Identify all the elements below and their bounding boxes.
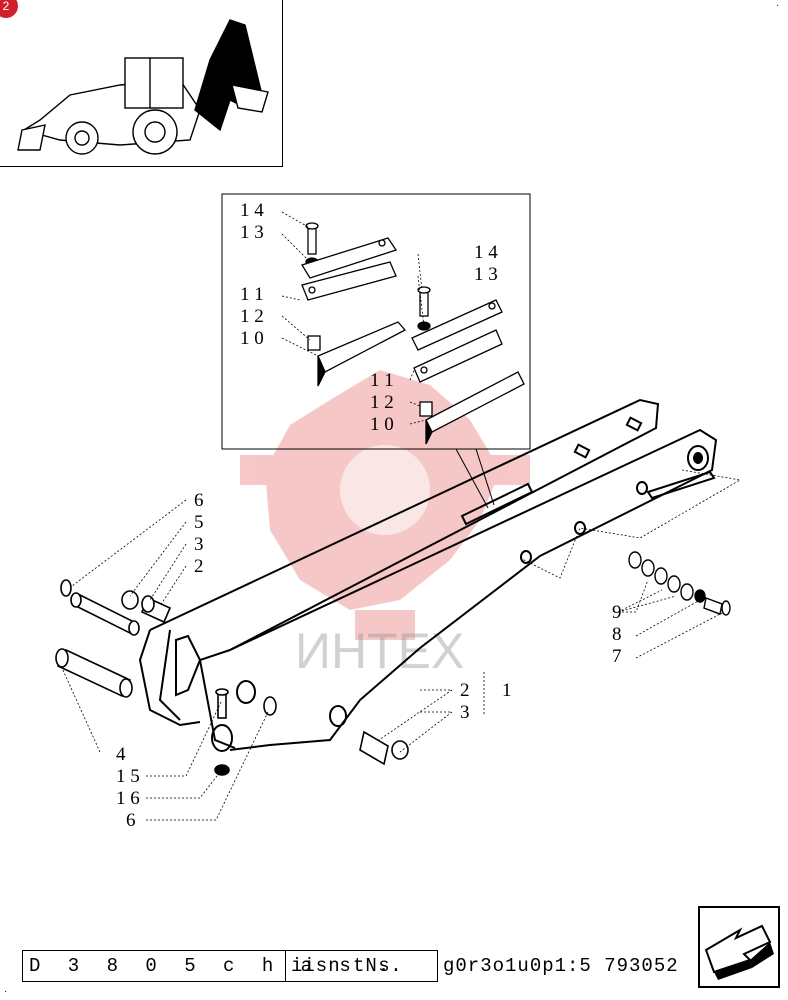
callout-3: 3 [460, 702, 470, 723]
callout-2: 2 [460, 680, 470, 701]
callout-12: 1 2 [240, 306, 264, 327]
callout-10: 1 0 [370, 414, 394, 435]
boom-arm [138, 398, 718, 752]
callout-5: 5 [194, 512, 204, 533]
next-page-button[interactable] [698, 906, 780, 988]
inset-leader [475, 448, 495, 506]
backhoe-thumbnail [17, 19, 269, 155]
callout-8: 8 [612, 624, 622, 645]
callout-7: 7 [612, 646, 622, 667]
callout-14: 1 4 [240, 200, 264, 221]
callout-3: 3 [194, 534, 204, 555]
footer-reference: iisn tN.. [291, 955, 403, 977]
leader-lines [61, 211, 742, 821]
callout-1: 1 [502, 680, 512, 701]
callout-10: 1 0 [240, 328, 264, 349]
footer-divider [285, 951, 286, 981]
callout-11: 1 1 [370, 370, 394, 391]
callout-2: 2 [194, 556, 204, 577]
thumbnail-frame [0, 0, 283, 167]
watermark-text: ИНТЕХ [295, 623, 464, 679]
corner-mark: · [4, 986, 8, 997]
callout-11: 1 1 [240, 284, 264, 305]
pins-and-bushings [55, 579, 409, 776]
callout-13: 1 3 [474, 264, 498, 285]
callout-4: 4 [116, 744, 126, 765]
wear-pad-set-right [411, 286, 525, 445]
reference-footer: D 3 8 0 5 c h a s s iisn tN.. g0r3o1u0p1… [22, 950, 678, 982]
footer-number: g0r3o1u0p1:5 793052 [443, 955, 679, 977]
wear-pad-set-left [301, 222, 407, 387]
callout-9: 9 [612, 602, 622, 623]
arrow-next-icon [704, 924, 774, 980]
shim-stack [628, 551, 731, 616]
callout-6: 6 [126, 810, 136, 831]
section-code: D 3 8 0 5 c h a s s [29, 955, 398, 977]
callout-14: 1 4 [474, 242, 498, 263]
callout-15: 1 5 [116, 766, 140, 787]
detail-inset [221, 193, 531, 450]
page-badge: 2 [0, 0, 18, 18]
callout-12: 1 2 [370, 392, 394, 413]
watermark-hole [340, 445, 430, 535]
callout-6: 6 [194, 490, 204, 511]
callout-13: 1 3 [240, 222, 264, 243]
callout-16: 1 6 [116, 788, 140, 809]
corner-mark: · [776, 0, 780, 11]
